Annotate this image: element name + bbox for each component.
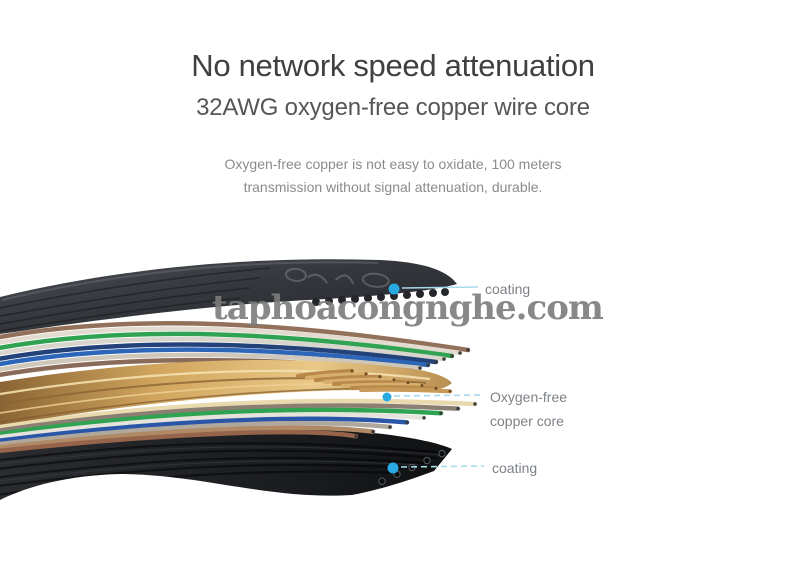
leader-line-copper-core xyxy=(393,394,483,397)
callout-leaders xyxy=(382,283,485,474)
callout-label-coating-bottom: coating xyxy=(492,460,538,476)
header-text-block: No network speed attenuation 32AWG oxyge… xyxy=(0,48,793,199)
lower-wire-tips xyxy=(354,402,477,438)
copper-rod-tips xyxy=(350,369,452,393)
leader-dot-copper-core xyxy=(382,392,392,402)
leader-line-coating-top xyxy=(401,286,479,289)
copper-rods xyxy=(295,368,453,394)
callout-label-coating-top: coating xyxy=(485,281,531,297)
bottom-layer-serration xyxy=(378,449,446,485)
wire-ribbon-upper xyxy=(0,321,471,378)
callout-label-copper-core: Oxygen-free copper core xyxy=(490,385,567,433)
callout-label-copper-core-line2: copper core xyxy=(490,413,564,429)
page-title: No network speed attenuation xyxy=(191,48,595,83)
description-line-2: transmission without signal attenuation,… xyxy=(243,179,543,195)
callout-label-copper-core-line1: Oxygen-free xyxy=(490,389,568,405)
copper-core-band xyxy=(0,359,453,426)
top-coating-layer xyxy=(0,259,457,334)
leader-line-coating-bottom xyxy=(400,465,485,468)
leader-dot-coating-top xyxy=(388,283,400,295)
description-line-1: Oxygen-free copper is not easy to oxidat… xyxy=(224,156,562,172)
watermark-text: taphoacongnghe.com xyxy=(212,288,604,328)
wire-ribbon-lower xyxy=(0,398,478,454)
brand-mark-icon xyxy=(284,267,390,288)
description: Oxygen-free copper is not easy to oxidat… xyxy=(0,153,793,199)
leader-dot-coating-bottom xyxy=(387,462,399,474)
page-subtitle: 32AWG oxygen-free copper wire core xyxy=(196,94,590,121)
